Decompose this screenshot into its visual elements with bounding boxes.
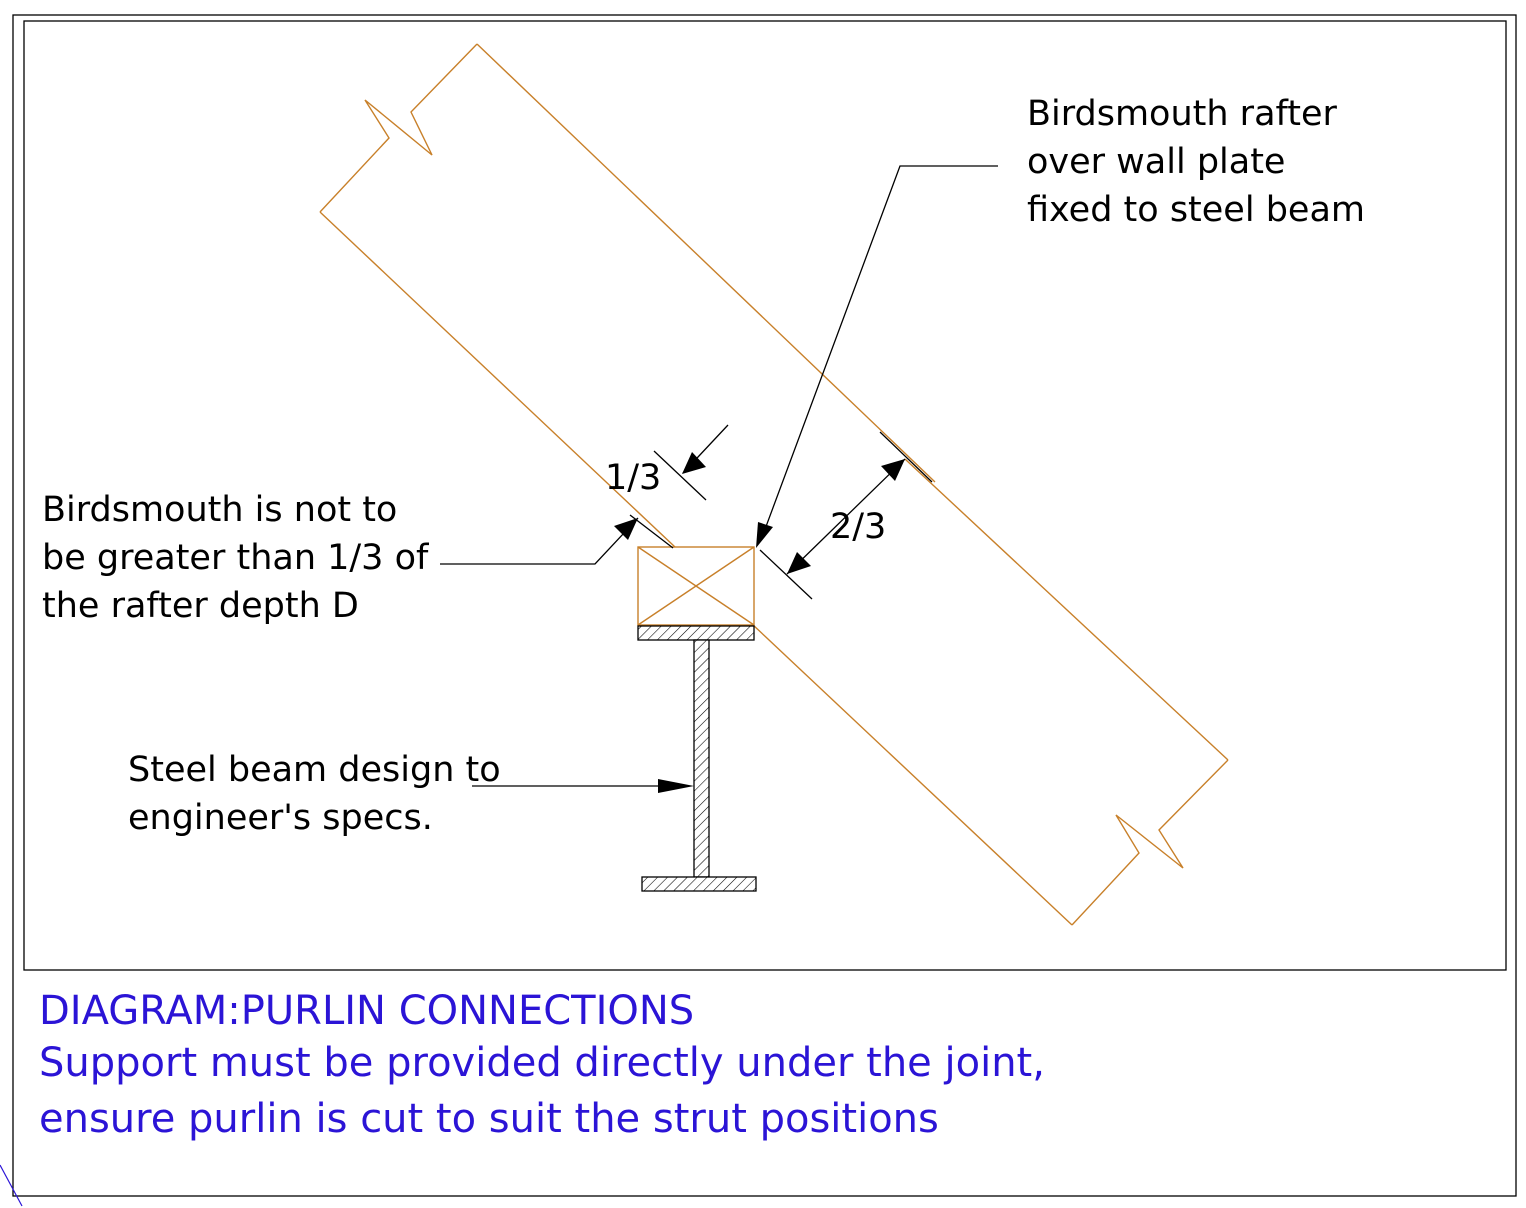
dim-arrow-lower xyxy=(614,518,638,540)
wall-plate xyxy=(637,546,755,626)
birdsmouth-leader-line xyxy=(760,165,998,541)
dimension-two-thirds xyxy=(759,458,906,600)
dim-label-one-third: 1/3 xyxy=(605,458,661,498)
rafter-bottom-edge-lower xyxy=(751,623,1073,926)
rafter xyxy=(319,43,1229,926)
caption-line-1: Support must be provided directly under … xyxy=(39,1040,1045,1086)
rafter-break-top xyxy=(319,43,478,213)
caption-line-2: ensure purlin is cut to suit the strut p… xyxy=(39,1096,939,1142)
depth-limit-label-line-3: the rafter depth D xyxy=(42,586,359,626)
birdsmouth-label-line-3: fixed to steel beam xyxy=(1027,190,1365,230)
dim-arrow-upper xyxy=(682,452,706,474)
birdsmouth-leader xyxy=(756,165,998,548)
outer-frame xyxy=(12,14,1517,1197)
rafter-top-edge-lower xyxy=(904,458,1229,761)
wall-plate-cross-b xyxy=(637,546,755,626)
steel-beam xyxy=(637,625,757,892)
steel-bottom-flange xyxy=(641,876,757,892)
steel-beam-label-line-2: engineer's specs. xyxy=(128,798,433,838)
dim-ext-line-lower xyxy=(629,514,674,549)
steel-top-flange xyxy=(637,625,755,641)
steel-leader-arrow xyxy=(658,779,694,793)
dim-label-two-thirds: 2/3 xyxy=(830,507,886,547)
dim-line-main xyxy=(786,458,906,575)
depth-limit-label-line-1: Birdsmouth is not to xyxy=(42,490,397,530)
rafter-bottom-edge xyxy=(319,211,676,548)
dim-line-lower xyxy=(440,517,639,565)
steel-web xyxy=(693,639,710,878)
depth-limit-label: Birdsmouth is not to be greater than 1/3… xyxy=(42,490,439,626)
dimension-one-third xyxy=(440,424,729,565)
depth-limit-label-line-2: be greater than 1/3 of xyxy=(42,538,429,578)
caption-title: DIAGRAM:PURLIN CONNECTIONS xyxy=(39,988,694,1034)
dim-arrow-bottom xyxy=(787,552,811,574)
dim-ext-line-upper xyxy=(653,450,707,501)
birdsmouth-label-line-1: Birdsmouth rafter xyxy=(1027,94,1337,134)
steel-beam-label-line-1: Steel beam design to xyxy=(128,750,501,790)
birdsmouth-leader-arrow xyxy=(756,522,773,548)
birdsmouth-label-line-2: over wall plate xyxy=(1027,142,1285,182)
dim-arrow-top xyxy=(881,459,905,481)
steel-leader xyxy=(472,779,694,793)
steel-beam-label: Steel beam design to engineer's specs. xyxy=(128,750,512,838)
corner-mark xyxy=(0,1164,23,1207)
rafter-top-edge xyxy=(476,43,936,483)
birdsmouth-label: Birdsmouth rafter over wall plate fixed … xyxy=(1027,94,1365,230)
drawing-frame xyxy=(23,20,1507,971)
dim-ext-line-right xyxy=(759,549,813,600)
wall-plate-box xyxy=(637,546,755,626)
rafter-break-bottom xyxy=(1071,759,1229,926)
rafter-seat-tick xyxy=(879,431,933,483)
